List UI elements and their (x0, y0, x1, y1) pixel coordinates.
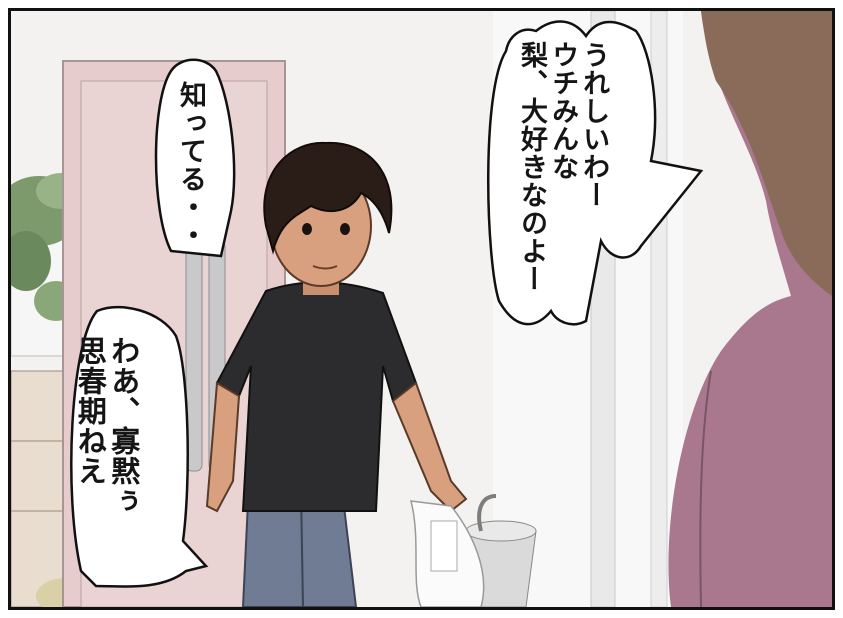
speech-text-mother-left: わあ、寡黙ぅ 思春期ねえ (73, 336, 140, 516)
speech-bubble-mother-right (487, 20, 704, 326)
speech-text-mother-right: うれしいわー ウチみんな 梨、大好きなのよー (516, 41, 609, 293)
scene-illustration (11, 11, 832, 607)
mother-character (668, 11, 832, 607)
speech-text-boy: 知ってる・・ (175, 81, 206, 249)
speech-line: うれしいわー (578, 41, 610, 209)
speech-line: 思春期ねえ (73, 336, 108, 486)
speech-line: わあ、寡黙ぅ (106, 336, 141, 516)
boy-character (205, 141, 485, 607)
comic-panel: うれしいわー ウチみんな 梨、大好きなのよー 知ってる・・ わあ、寡黙ぅ 思春期… (8, 8, 835, 610)
speech-bubble-boy (154, 58, 236, 258)
speech-line: 梨、大好きなのよー (516, 41, 548, 293)
speech-line: ウチみんな (547, 41, 579, 181)
speech-bubble-mother-left (70, 306, 209, 588)
speech-line: 知ってる・・ (175, 81, 207, 249)
